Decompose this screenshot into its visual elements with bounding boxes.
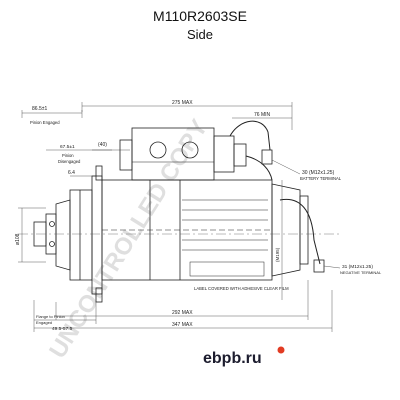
- dim-pinion: Pinion: [62, 153, 74, 158]
- dim-pinion-engaged: Pinion Engaged: [30, 120, 60, 125]
- flange-label-2: Engaged: [36, 320, 52, 325]
- dim-347: 347 MAX: [172, 322, 193, 328]
- negative-terminal-label: NEGATIVE TERMINAL: [340, 270, 382, 275]
- battery-terminal-label: BATTERY TERMINAL: [300, 176, 342, 181]
- brand-logo: ebpb.ru: [203, 346, 285, 367]
- logo-dot-icon: [277, 346, 285, 354]
- label-note: LABEL COVERED WITH ADHESIVE CLEAR FILM: [194, 286, 289, 291]
- view-subtitle: Side: [186, 27, 214, 42]
- dimension-lines: [18, 102, 341, 332]
- battery-terminal-size: 30 (M12x1.25): [302, 170, 335, 176]
- flange-label-1: Flange to Pinion: [36, 314, 65, 319]
- part-number-title: M110R2603SE: [153, 8, 247, 24]
- brand-logo-text: ebpb.ru: [203, 350, 262, 367]
- dim-40: (40): [98, 142, 107, 148]
- starter-motor-outline: [33, 120, 325, 303]
- dim-diameter: ø108: [15, 233, 21, 245]
- dim-292: 292 MAX: [172, 310, 193, 316]
- negative-terminal-size: 31 (M12x1.25): [342, 264, 373, 270]
- dim-275: 275 MAX: [172, 100, 193, 106]
- dim-vertical: (M195): [275, 247, 280, 262]
- dim-76: 76 MIN: [254, 112, 271, 118]
- dim-49: 49.5-57.5: [52, 326, 73, 332]
- dim-86: 86.5±1: [32, 106, 47, 112]
- dim-67: 67.5±1: [60, 144, 75, 150]
- dim-disengaged: Disengaged: [58, 159, 81, 164]
- dim-6-4: 6.4: [68, 170, 75, 176]
